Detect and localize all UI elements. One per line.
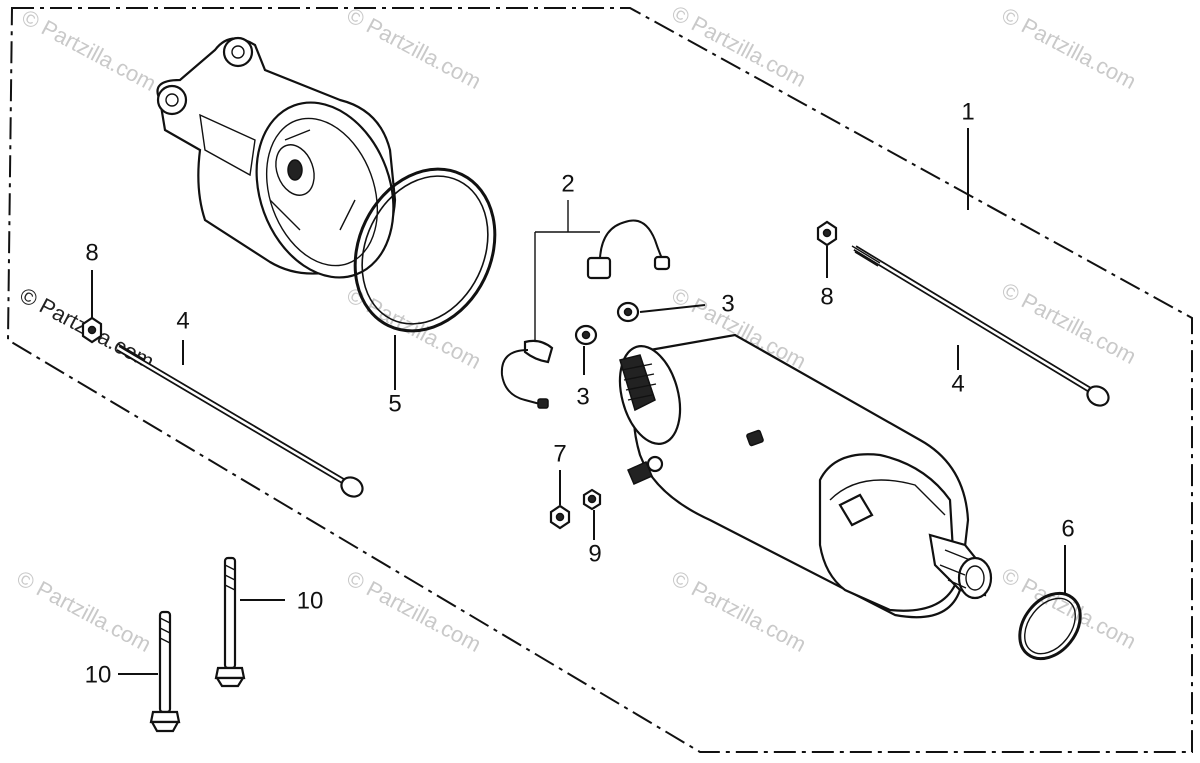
- nut-3-upper: [616, 301, 706, 323]
- nut-7: [549, 470, 571, 530]
- nut-8-right: [816, 220, 838, 278]
- through-bolt-right: [851, 245, 1110, 407]
- assembly-boundary: [6, 7, 1193, 753]
- through-bolt-left: [116, 343, 364, 498]
- callout-3: 3: [721, 290, 734, 317]
- starter-motor-body: [618, 333, 993, 619]
- callout-2: 2: [561, 170, 574, 197]
- callout-6: 6: [1061, 515, 1074, 542]
- brush-set: [500, 200, 671, 409]
- watermark-text: © Partzilla.com: [343, 2, 486, 94]
- callout-5: 5: [388, 390, 401, 417]
- callout-3: 3: [576, 383, 589, 410]
- watermark-text: © Partzilla.com: [343, 282, 486, 374]
- callout-7: 7: [553, 440, 566, 467]
- watermark-text: © Partzilla.com: [998, 277, 1141, 369]
- callout-9: 9: [588, 540, 601, 567]
- callout-4: 4: [951, 370, 964, 397]
- watermark-text: © Partzilla.com: [668, 565, 811, 657]
- callout-1: 1: [961, 98, 974, 125]
- bolt-10-lower: [118, 610, 181, 733]
- callout-labels: 1 2 3 3 4 4 5 6 7 8 8 9 10 10: [85, 98, 1075, 688]
- bolt-10-upper: [214, 556, 285, 688]
- watermark-text: © Partzilla.com: [668, 0, 811, 92]
- callout-10: 10: [297, 587, 324, 614]
- callout-8: 8: [85, 239, 98, 266]
- o-ring-5: [353, 167, 497, 333]
- nut-8-left: [81, 270, 103, 344]
- front-housing: [156, 36, 397, 279]
- callout-4: 4: [176, 307, 189, 334]
- nut-3-lower: [574, 324, 598, 375]
- watermark-text: © Partzilla.com: [18, 4, 161, 96]
- callout-8: 8: [820, 283, 833, 310]
- nut-9: [582, 488, 602, 540]
- o-ring-6: [1018, 591, 1082, 661]
- watermark-text: © Partzilla.com: [13, 565, 156, 657]
- callout-10: 10: [85, 661, 112, 688]
- watermark-text: © Partzilla.com: [998, 2, 1141, 94]
